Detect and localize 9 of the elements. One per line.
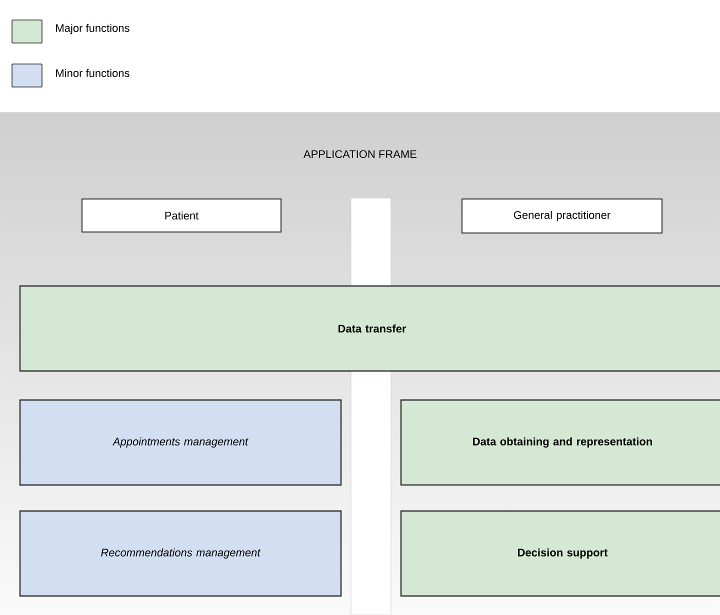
function-box: Data obtaining and representation	[400, 399, 720, 486]
label-box: Patient	[82, 198, 282, 232]
legend-label: Minor functions	[56, 68, 130, 78]
function-box: Data transfer	[19, 285, 720, 372]
legend-label: Major functions	[56, 24, 130, 34]
label-box: General practitioner	[462, 198, 662, 234]
function-box: Appointments management	[19, 399, 342, 486]
function-box: Recommendations management	[19, 510, 342, 597]
function-box: Decision support	[400, 510, 720, 597]
